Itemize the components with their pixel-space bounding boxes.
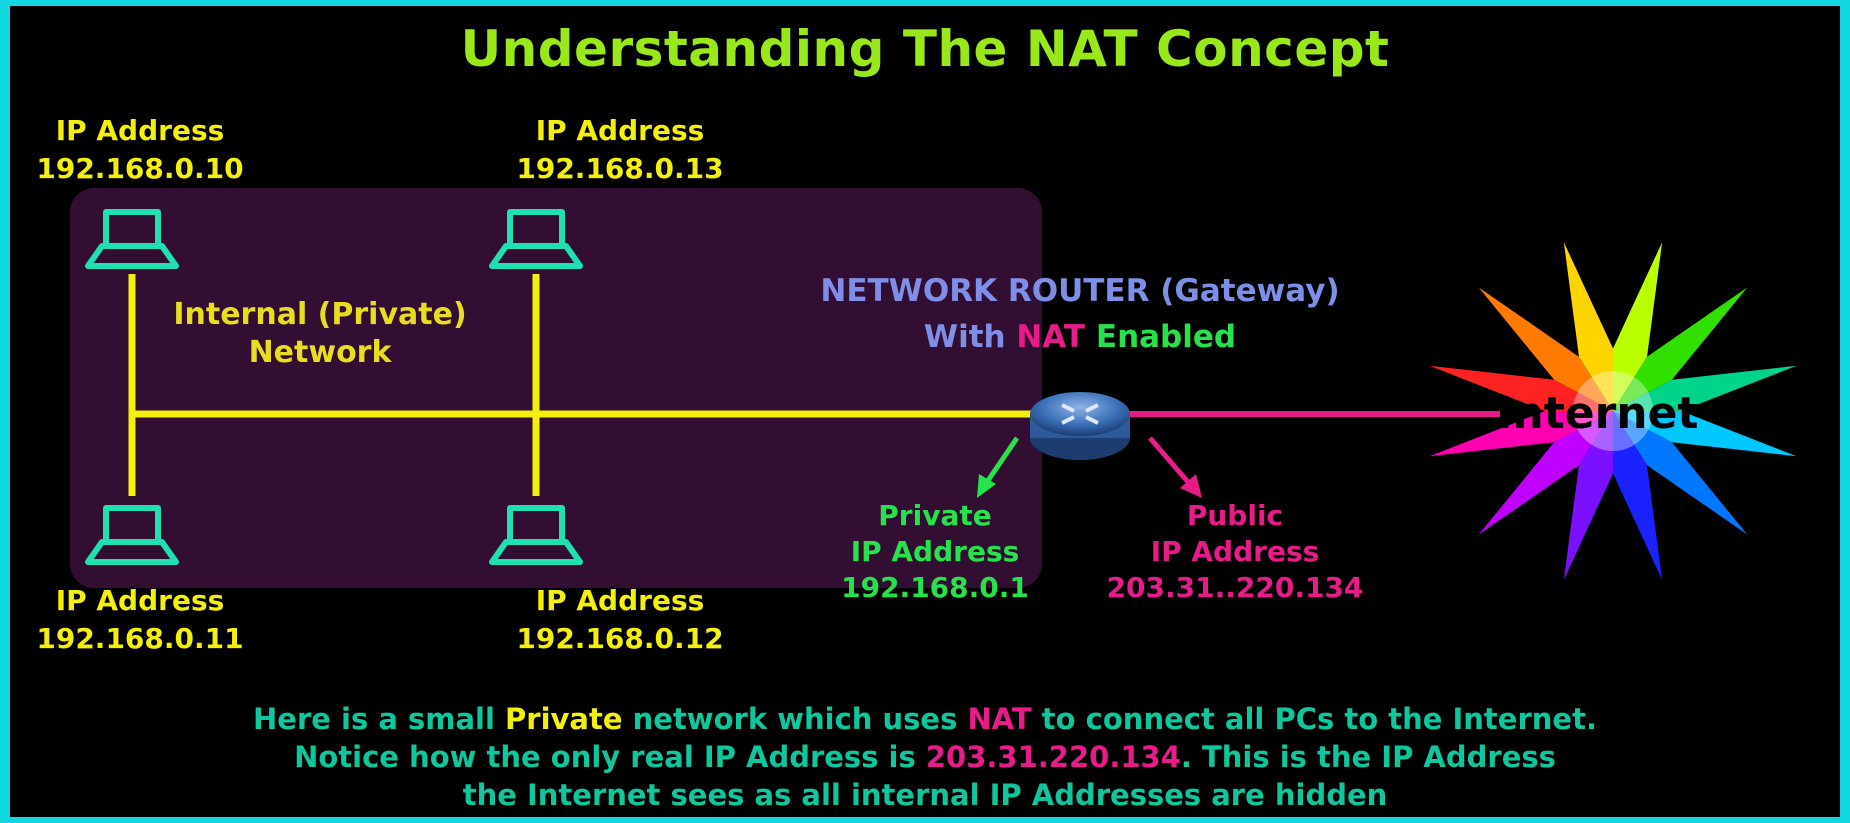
diagram-graphics	[85, 209, 1797, 580]
caption-line2: Notice how the only real IP Address is 2…	[10, 738, 1840, 776]
pc-label-4-ip: 192.168.0.12	[516, 622, 724, 655]
internet-star-ray	[1613, 287, 1748, 411]
private-network-label-line1: Internal (Private)	[173, 297, 467, 332]
laptop-icon[interactable]	[489, 209, 583, 269]
router-label-with: With	[923, 319, 1017, 355]
pc-label-4: IP Address 192.168.0.12	[470, 582, 770, 658]
pc-label-3-ip: 192.168.0.11	[36, 622, 244, 655]
pc-label-1-title: IP Address	[55, 114, 225, 147]
router-icon[interactable]	[1030, 392, 1130, 460]
caption-l1-e: to connect all PCs to the Internet.	[1031, 702, 1597, 736]
pc-label-2-title: IP Address	[535, 114, 705, 147]
caption-l2-ip: 203.31.220.134	[925, 740, 1181, 774]
private-ip-line2: IP Address	[850, 535, 1020, 568]
public-ip-line1: Public	[1186, 499, 1284, 532]
internet-star-ray	[1563, 242, 1613, 411]
router-label: NETWORK ROUTER (Gateway) With NAT Enable…	[700, 268, 1460, 360]
internet-star-ray	[1613, 242, 1663, 411]
internet-star-ray	[1613, 411, 1797, 457]
caption-l1-a: Here is a small	[253, 702, 506, 736]
pc-label-1: IP Address 192.168.0.10	[10, 112, 290, 188]
pc-label-3: IP Address 192.168.0.11	[10, 582, 290, 658]
internet-star-icon[interactable]	[1429, 242, 1797, 580]
internet-star-ray	[1478, 411, 1613, 535]
private-network-label: Internal (Private) Network	[170, 296, 470, 372]
public-ip-label: Public IP Address 203.31..220.134	[1065, 498, 1405, 606]
laptop-icon[interactable]	[489, 505, 583, 565]
internet-star-ray	[1478, 287, 1613, 411]
pc-label-4-title: IP Address	[535, 584, 705, 617]
pc-label-2-ip: 192.168.0.13	[516, 152, 724, 185]
caption-line3: the Internet sees as all internal IP Add…	[462, 778, 1388, 812]
router-label-enabled: Enabled	[1085, 319, 1237, 355]
laptop-icon[interactable]	[85, 209, 179, 269]
router-label-nat: NAT	[1016, 319, 1086, 355]
pc-label-3-title: IP Address	[55, 584, 225, 617]
router-label-line1: NETWORK ROUTER (Gateway)	[820, 273, 1340, 309]
pc-label-1-ip: 192.168.0.10	[36, 152, 244, 185]
public-ip-line2: IP Address	[1150, 535, 1320, 568]
caption-l1-private: Private	[505, 702, 623, 736]
caption-l2-a: Notice how the only real IP Address is	[294, 740, 926, 774]
private-network-area	[70, 188, 1042, 588]
router-label-line2: With NAT Enabled	[700, 314, 1460, 360]
internet-star-ray	[1429, 411, 1613, 457]
diagram-frame: Understanding The NAT Concept	[10, 6, 1840, 817]
caption-l2-c: . This is the IP Address	[1180, 740, 1556, 774]
laptop-icon[interactable]	[85, 505, 179, 565]
private-ip-line1: Private	[878, 499, 992, 532]
internet-star-ray	[1613, 365, 1797, 411]
diagram-title: Understanding The NAT Concept	[460, 20, 1390, 78]
pc-label-2: IP Address 192.168.0.13	[470, 112, 770, 188]
internet-star-ray	[1429, 365, 1613, 411]
private-network-label-line2: Network	[248, 335, 392, 370]
caption-l1-c: network which uses	[622, 702, 968, 736]
internet-star-ray	[1613, 411, 1663, 580]
caption-line1: Here is a small Private network which us…	[10, 700, 1840, 738]
public-arrow-icon	[1148, 436, 1202, 498]
caption-l1-nat: NAT	[967, 702, 1032, 736]
private-ip-label: Private IP Address 192.168.0.1	[795, 498, 1075, 606]
internet-star-ray	[1613, 411, 1748, 535]
private-arrow-icon	[977, 436, 1020, 498]
caption: Here is a small Private network which us…	[10, 700, 1840, 814]
public-ip-value: 203.31..220.134	[1106, 571, 1364, 604]
internet-star-ray	[1563, 411, 1613, 580]
internet-star-core	[1573, 371, 1653, 451]
internet-label: Internet	[1496, 388, 1699, 439]
private-ip-value: 192.168.0.1	[841, 571, 1029, 604]
private-links	[128, 274, 1040, 496]
